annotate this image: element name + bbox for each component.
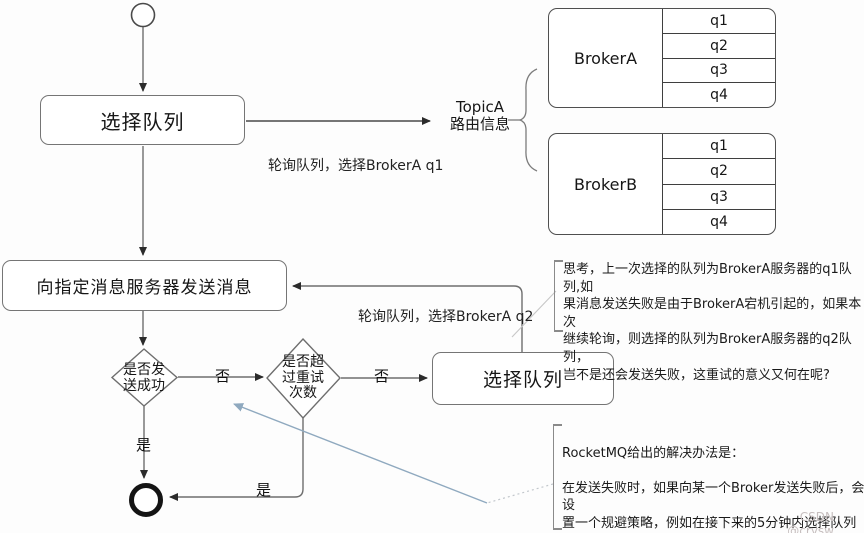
broker-b-table: BrokerB q1 q2 q3 q4 xyxy=(548,133,776,235)
edge-label-poll-q2: 轮询队列，选择BrokerA q2 xyxy=(358,309,534,325)
edge-label-poll-q1: 轮询队列，选择BrokerA q1 xyxy=(268,158,444,174)
thinking-note-bracket xyxy=(554,260,563,332)
broker-a-queue-column: q1 q2 q3 q4 xyxy=(663,9,775,107)
edge-label-no-2: 否 xyxy=(374,367,390,385)
broker-b-queue-q4: q4 xyxy=(710,213,728,230)
solution-note-leader-dotted xyxy=(486,483,554,504)
edge-retry-yes-to-end xyxy=(169,418,304,501)
edge-label-yes-2: 是 xyxy=(256,481,272,499)
broker-b-queue-q1: q1 xyxy=(663,134,775,160)
solution-note-bracket xyxy=(553,424,562,530)
broker-a-queue-q3: q3 xyxy=(663,59,775,84)
solution-note: RocketMQ给出的解决办法是： 在发送失败时，如果向某一个Broker发送失… xyxy=(562,427,864,533)
broker-b-queue-column: q1 q2 q3 q4 xyxy=(663,134,775,234)
topic-routing-text: 路由信息 xyxy=(449,115,510,133)
solution-note-body: 在发送失败时，如果向某一个Broker发送失败后，会设 置一个规避策略，例如在接… xyxy=(562,480,864,531)
broker-a-queue-q1: q1 xyxy=(663,9,775,34)
node-send-message: 向指定消息服务器发送消息 xyxy=(2,260,287,311)
solution-note-title: RocketMQ给出的解决办法是： xyxy=(562,445,745,461)
edge-select2-to-send xyxy=(292,282,523,352)
watermark-text: CSDN @crysw xyxy=(787,510,834,533)
decision-send-success-shape xyxy=(110,348,179,407)
decision-retry-exceeded-shape xyxy=(266,337,341,420)
broker-a-queue-q4: q4 xyxy=(710,87,728,104)
broker-b-queue-q2: q2 xyxy=(663,159,775,185)
broker-b-queue-q3: q3 xyxy=(663,185,775,210)
broker-a-queue-q2: q2 xyxy=(663,34,775,59)
broker-a-name: BrokerA xyxy=(549,9,663,107)
start-node-circle xyxy=(130,2,156,28)
node-select-queue-2: 选择队列 xyxy=(432,352,614,405)
thinking-note-leader-line xyxy=(511,290,557,338)
topic-name: TopicA xyxy=(456,98,504,116)
edge-label-no-1: 否 xyxy=(215,367,231,385)
node-select-queue-1: 选择队列 xyxy=(40,95,245,145)
end-node-circle xyxy=(129,483,163,517)
node-send-message-label: 向指定消息服务器发送消息 xyxy=(36,278,253,298)
edge-label-yes-1: 是 xyxy=(136,436,152,454)
thinking-note-text: 思考，上一次选择的队列为BrokerA服务器的q1队列,如 果消息发送失败是由于… xyxy=(563,262,862,383)
node-select-queue-2-label: 选择队列 xyxy=(482,369,563,391)
broker-b-name: BrokerB xyxy=(549,134,663,234)
topic-routing-label: TopicA 路由信息 xyxy=(438,99,522,133)
topic-brace xyxy=(517,68,538,172)
solution-callout-arrow xyxy=(233,403,488,504)
node-select-queue-1-label: 选择队列 xyxy=(100,109,185,134)
decision-send-success-label: 是否发送成功 xyxy=(123,362,165,394)
broker-a-table: BrokerA q1 q2 q3 q4 xyxy=(548,8,776,108)
decision-retry-exceeded-label: 是否超过重试次数 xyxy=(282,354,324,401)
